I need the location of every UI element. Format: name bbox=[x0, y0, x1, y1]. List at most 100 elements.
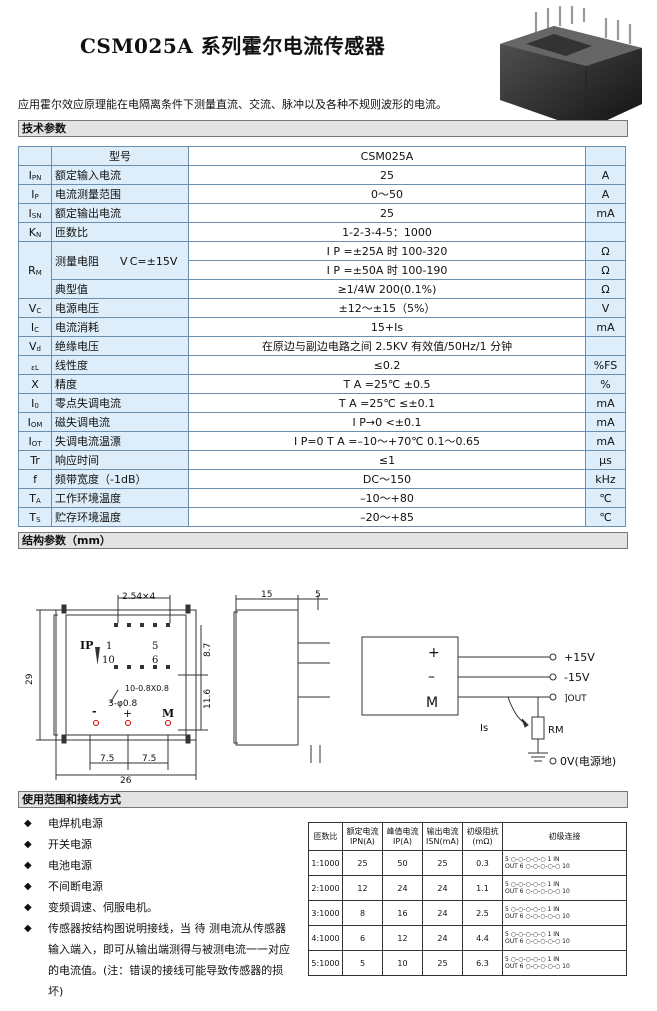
spec-name: 额定输出电流 bbox=[51, 203, 189, 223]
wiring-cell: 24 bbox=[382, 875, 423, 901]
conn-out: OUT 6 ○-○-○-○-○ 10 bbox=[505, 888, 570, 895]
spec-symbol: TA bbox=[18, 488, 52, 508]
spec-symbol: TS bbox=[18, 507, 52, 527]
label-pin6: 6 bbox=[152, 655, 158, 666]
spec-value: 15+Is bbox=[188, 317, 586, 337]
usage-item: 电焊机电源 bbox=[22, 813, 292, 834]
product-photo bbox=[500, 6, 642, 130]
wiring-cell: 2:1000 bbox=[308, 875, 343, 901]
conn-out: OUT 6 ○-○-○-○-○ 10 bbox=[505, 963, 570, 970]
spec-name: 失调电流温漂 bbox=[51, 431, 189, 451]
rm-unit-3: Ω bbox=[585, 279, 626, 299]
spec-row-rm-typ: 典型值 ≥1/4W 200(0.1%) Ω bbox=[19, 279, 626, 299]
wiring-cell: 1.1 bbox=[462, 875, 503, 901]
spec-name: 匝数比 bbox=[51, 222, 189, 242]
spec-symbol: IC bbox=[18, 317, 52, 337]
spec-unit bbox=[585, 222, 626, 242]
wiring-cell: 6.3 bbox=[462, 950, 503, 976]
spec-symbol: IOM bbox=[18, 412, 52, 432]
wiring-header-cell: 额定电流 IPN(A) bbox=[342, 822, 383, 851]
section-struct: 结构参数（mm） bbox=[18, 532, 628, 549]
conn-in: 5 ○-○-○-○-○ 1 IN bbox=[505, 881, 560, 888]
circuit-diagram bbox=[361, 636, 557, 765]
dim-75a: 7.5 bbox=[100, 754, 114, 764]
spec-value: 1-2-3-4-5：1000 bbox=[188, 222, 586, 242]
dim-pitch: 2.54×4 bbox=[122, 592, 156, 602]
wiring-cell: 5:1000 bbox=[308, 950, 343, 976]
wiring-header-cell: 初级连接 bbox=[502, 822, 627, 851]
spec-unit: A bbox=[585, 165, 626, 185]
label-holes: 3-φ0.8 bbox=[108, 699, 137, 709]
circuit-m: M bbox=[426, 695, 438, 711]
rm-value-2: I P =±50A 时 100-190 bbox=[188, 260, 586, 280]
intro-text: 应用霍尔效应原理能在电隔离条件下测量直流、交流、脉冲以及各种不规则波形的电流。 bbox=[18, 98, 447, 111]
spec-value: 25 bbox=[188, 203, 586, 223]
spec-unit: mA bbox=[585, 393, 626, 413]
spec-value: I P→0 <±0.1 bbox=[188, 412, 586, 432]
spec-value: DC～150 bbox=[188, 469, 586, 489]
dim-side-15: 15 bbox=[261, 590, 272, 600]
spec-unit: % bbox=[585, 374, 626, 394]
spec-name: 频带宽度（-1dB） bbox=[51, 469, 189, 489]
spec-name: 磁失调电流 bbox=[51, 412, 189, 432]
spec-value: ≤0.2 bbox=[188, 355, 586, 375]
spec-name: 精度 bbox=[51, 374, 189, 394]
dim-29: 29 bbox=[25, 673, 35, 685]
spec-header-row: 型号 CSM025A bbox=[18, 146, 626, 166]
wiring-header-cell: 峰值电流 IP(A) bbox=[382, 822, 423, 851]
spec-name: 线性度 bbox=[51, 355, 189, 375]
wiring-cell: 1:1000 bbox=[308, 850, 343, 876]
wiring-cell: 24 bbox=[422, 925, 463, 951]
rm-unit-1: Ω bbox=[585, 241, 626, 261]
wiring-cell: 3:1000 bbox=[308, 900, 343, 926]
spec-value: T A =25℃ ≤±0.1 bbox=[188, 393, 586, 413]
label-ip: IP bbox=[80, 639, 93, 652]
spec-value: –20～+85 bbox=[188, 507, 586, 527]
spec-name: 响应时间 bbox=[51, 450, 189, 470]
spec-value: 0～50 bbox=[188, 184, 586, 204]
header-model: CSM025A bbox=[188, 146, 586, 166]
wiring-header-cell: 初级阻抗 (mΩ) bbox=[462, 822, 503, 851]
circuit-is: Is bbox=[480, 723, 488, 734]
conn-in: 5 ○-○-○-○-○ 1 IN bbox=[505, 906, 560, 913]
spec-unit bbox=[585, 336, 626, 356]
usage-item: 不间断电源 bbox=[22, 876, 292, 897]
side-view bbox=[233, 595, 330, 763]
rm-symbol: RM bbox=[18, 241, 52, 299]
wiring-table: 匝数比额定电流 IPN(A)峰值电流 IP(A)输出电流 ISN(mA)初级阻抗… bbox=[308, 822, 627, 976]
usage-item: 变频调速、伺服电机。 bbox=[22, 897, 292, 918]
usage-item: 开关电源 bbox=[22, 834, 292, 855]
conn-in: 5 ○-○-○-○-○ 1 IN bbox=[505, 931, 560, 938]
wiring-cell: 50 bbox=[382, 850, 423, 876]
wiring-cell: 25 bbox=[422, 850, 463, 876]
wiring-cell: 4.4 bbox=[462, 925, 503, 951]
spec-row-rm-1: RM 测量电阻 V C=±15V I P =±25A 时 100-320 Ω bbox=[18, 241, 626, 299]
spec-unit: mA bbox=[585, 203, 626, 223]
wiring-cell: 25 bbox=[342, 850, 383, 876]
wiring-header-cell: 匝数比 bbox=[308, 822, 343, 851]
page-title: CSM025A 系列霍尔电流传感器 bbox=[80, 34, 386, 58]
rm-typ-name: 典型值 bbox=[51, 279, 189, 299]
conn-out: OUT 6 ○-○-○-○-○ 10 bbox=[505, 938, 570, 945]
label-pin1: 1 bbox=[106, 641, 112, 652]
wiring-header-cell: 输出电流 ISN(mA) bbox=[422, 822, 463, 851]
label-pinspec: 10-0.8X0.8 bbox=[125, 684, 169, 693]
label-plus: + bbox=[123, 707, 132, 720]
spec-symbol: IOT bbox=[18, 431, 52, 451]
spec-name: 电源电压 bbox=[51, 298, 189, 318]
label-pin5: 5 bbox=[152, 641, 158, 652]
wiring-cell: 4:1000 bbox=[308, 925, 343, 951]
